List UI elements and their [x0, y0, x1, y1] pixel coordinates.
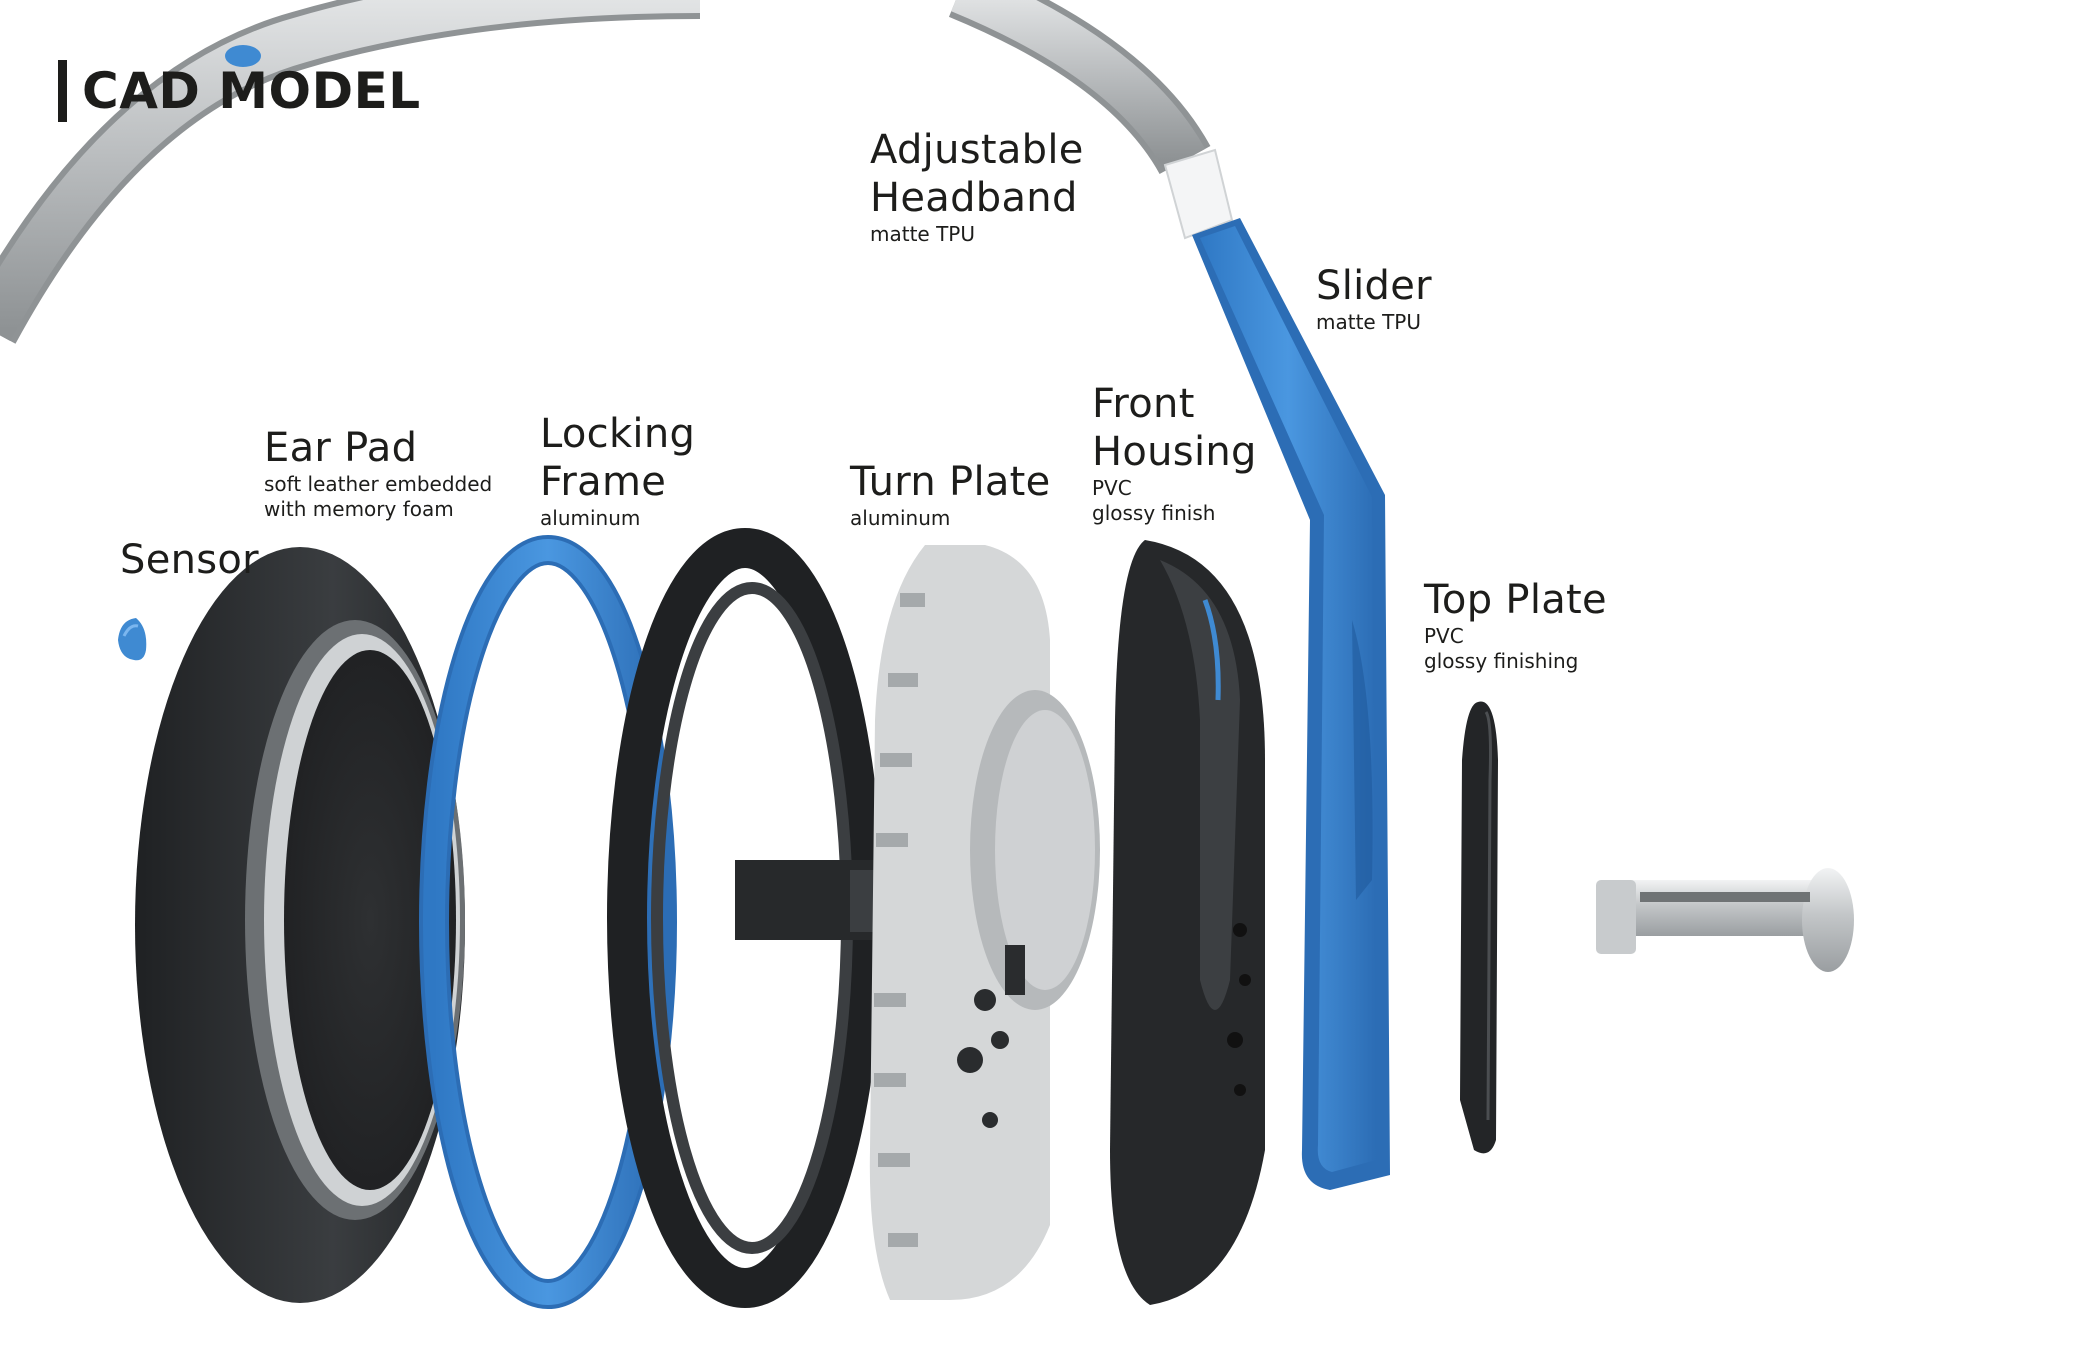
ear-pad-part — [135, 547, 465, 1303]
label-headband-material: matte TPU — [870, 222, 975, 246]
top-plate-part — [1460, 701, 1498, 1154]
title-accent-bar — [58, 60, 67, 122]
label-ear-pad-name: Ear Pad — [264, 425, 418, 471]
label-headband-name-2: Headband — [870, 175, 1078, 221]
label-ear-pad: Ear Pad soft leather embedded with memor… — [264, 424, 492, 522]
front-housing-part — [1110, 540, 1265, 1305]
label-slider: Slider matte TPU — [1316, 262, 1432, 335]
label-front-housing: Front Housing PVC glossy finish — [1092, 380, 1257, 526]
label-headband-name-1: Adjustable — [870, 127, 1084, 173]
label-ear-pad-material-2: with memory foam — [264, 497, 454, 521]
label-slider-material: matte TPU — [1316, 310, 1421, 334]
label-ear-pad-material-1: soft leather embedded — [264, 472, 493, 496]
label-front-housing-name-2: Housing — [1092, 429, 1257, 475]
label-front-housing-material-1: PVC — [1092, 476, 1132, 500]
label-turn-plate-name: Turn Plate — [850, 459, 1051, 505]
headband-joint — [1163, 148, 1234, 240]
title-text: CAD MODEL — [82, 62, 421, 120]
label-turn-plate: Turn Plate aluminum — [850, 458, 1051, 531]
label-sensor: Sensor — [120, 536, 259, 584]
headband-arc — [0, 0, 701, 344]
label-locking-frame-material: aluminum — [540, 506, 641, 530]
label-locking-frame-name-2: Frame — [540, 459, 667, 505]
label-top-plate-name: Top Plate — [1424, 577, 1607, 623]
gear-mechanism-part — [869, 545, 1100, 1300]
label-slider-name: Slider — [1316, 263, 1432, 309]
label-adjustable-headband: Adjustable Headband matte TPU — [870, 126, 1084, 247]
label-front-housing-name-1: Front — [1092, 381, 1195, 427]
label-sensor-name: Sensor — [120, 537, 259, 583]
label-top-plate: Top Plate PVC glossy finishing — [1424, 576, 1607, 674]
label-top-plate-material-1: PVC — [1424, 624, 1464, 648]
label-locking-frame-name-1: Locking — [540, 411, 696, 457]
pin-part — [1596, 868, 1854, 972]
headband-right — [948, 0, 1234, 240]
label-locking-frame: Locking Frame aluminum — [540, 410, 695, 531]
slider-part — [1192, 218, 1390, 1190]
label-top-plate-material-2: glossy finishing — [1424, 649, 1579, 673]
sensor-part — [118, 618, 147, 661]
label-turn-plate-material: aluminum — [850, 506, 951, 530]
label-front-housing-material-2: glossy finish — [1092, 501, 1216, 525]
headband-sensor-dot — [225, 45, 261, 67]
